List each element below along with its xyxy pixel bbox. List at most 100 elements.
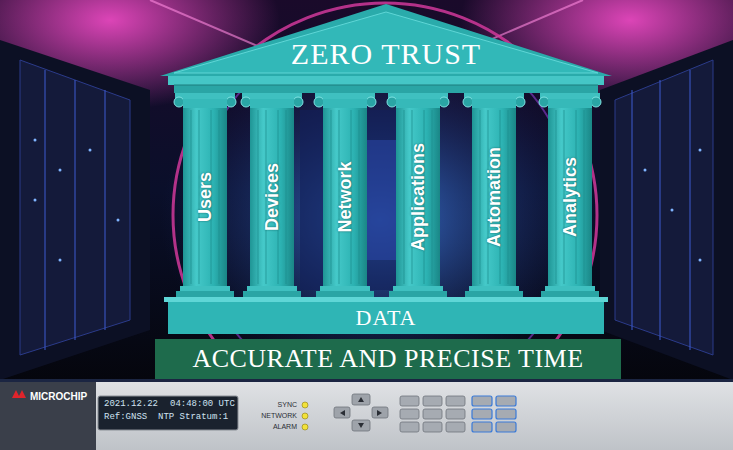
- temple-entablature: [174, 85, 598, 93]
- column-bases: [316, 291, 374, 297]
- led-label: ALARM: [273, 423, 297, 431]
- data-center-backdrop: [0, 0, 733, 390]
- data-center-backdrop: [34, 139, 37, 142]
- column-flute: [480, 110, 481, 284]
- column-capitals: [226, 97, 236, 107]
- lcd-date: 2021.12.22: [104, 400, 158, 410]
- column-capitals: [387, 97, 397, 107]
- time-server-front-panel: [0, 379, 733, 382]
- arrow-glyphs: [377, 410, 382, 416]
- column-capitals: [175, 93, 235, 99]
- column-capitals: [515, 97, 525, 107]
- time-server-front-panel: [0, 382, 96, 450]
- keypad-buttons: [400, 396, 419, 406]
- data-center-backdrop: [699, 149, 702, 152]
- band-label: DATA: [356, 306, 417, 330]
- network-led: [302, 413, 308, 419]
- arrow-keys: [372, 407, 388, 418]
- data-center-backdrop: [644, 169, 647, 172]
- arrow-glyphs: [340, 397, 382, 428]
- column-shaft: [250, 108, 294, 286]
- lcd-reference: Ref:GNSS: [104, 413, 147, 423]
- column-bases: [176, 291, 234, 297]
- lcd-stratum: NTP Stratum:1: [158, 413, 228, 423]
- column-capitals: [463, 97, 473, 107]
- pillar-label: Analytics: [560, 157, 581, 237]
- keypad-buttons: [496, 422, 516, 432]
- data-center-backdrop: [671, 209, 674, 212]
- column-capitals: [388, 93, 448, 99]
- keypad-buttons: [446, 422, 465, 432]
- data-center-backdrop: [117, 219, 120, 222]
- keypad-buttons: [496, 409, 516, 419]
- column-capitals: [293, 97, 303, 107]
- data-center-backdrop: [20, 60, 130, 355]
- column-flute: [432, 110, 433, 284]
- keypad-buttons: [400, 396, 516, 432]
- column-capitals: [539, 97, 549, 107]
- pillar-label: Network: [335, 161, 356, 232]
- column-capitals: [242, 93, 302, 99]
- temple-entablature: [168, 76, 604, 93]
- keypad-buttons: [423, 409, 442, 419]
- band-label: ACCURATE AND PRECISE TIME: [192, 345, 583, 374]
- keypad-buttons: [423, 396, 442, 406]
- keypad-buttons: [400, 409, 419, 419]
- arrow-glyphs: [358, 397, 364, 402]
- lcd-time: 04:48:00 UTC: [170, 400, 235, 410]
- column-flute: [258, 110, 259, 284]
- column-shaft: [183, 108, 227, 286]
- arrow-glyphs: [340, 410, 345, 416]
- data-center-backdrop: [45, 70, 46, 350]
- column-flute: [219, 110, 220, 284]
- column-capitals: [250, 99, 294, 108]
- column-shaft: [323, 108, 367, 286]
- column-bases: [180, 286, 230, 291]
- keypad-buttons: [472, 409, 492, 419]
- column-shaft: [396, 108, 440, 286]
- keypad-buttons: [472, 422, 492, 432]
- column-flute: [359, 110, 360, 284]
- column-capitals: [396, 99, 440, 108]
- column-flute: [556, 110, 557, 284]
- pillar-column: Users: [183, 108, 227, 286]
- pillar-column: Network: [323, 108, 367, 286]
- keypad-buttons: [446, 396, 465, 406]
- column-flute: [286, 110, 287, 284]
- pillar-column: Devices: [250, 108, 294, 286]
- alarm-led: [302, 424, 308, 430]
- column-capitals: [591, 97, 601, 107]
- arrow-glyphs: [358, 423, 364, 428]
- column-bases: [243, 291, 301, 297]
- pillar-label: Users: [195, 172, 216, 222]
- pillar-column: Automation: [472, 108, 516, 286]
- column-capitals: [183, 99, 227, 108]
- temple-entablature: [174, 85, 598, 86]
- column-capitals: [315, 93, 375, 99]
- arrow-keys: [334, 407, 350, 418]
- data-center-backdrop: [75, 80, 76, 340]
- column-bases: [541, 291, 599, 297]
- pillar-label: Automation: [484, 147, 505, 247]
- column-flute: [404, 110, 405, 284]
- data-center-backdrop: [699, 259, 702, 262]
- arrow-keys: [352, 420, 370, 431]
- brand-logo-text: MICROCHIP: [30, 391, 87, 402]
- column-flute: [508, 110, 509, 284]
- time-server-front-panel: [0, 379, 733, 450]
- time-band-fill: [155, 339, 621, 379]
- sync-led: [302, 402, 308, 408]
- column-capitals: [314, 97, 324, 107]
- column-capitals: [472, 99, 516, 108]
- data-center-backdrop: [89, 149, 92, 152]
- column-bases: [465, 291, 523, 297]
- pillar-label: Applications: [408, 143, 429, 251]
- data-center-backdrop: [615, 60, 713, 355]
- column-capitals: [174, 97, 184, 107]
- led-label: SYNC: [278, 401, 297, 409]
- led-label: NETWORK: [261, 412, 297, 420]
- roof-title: ZERO TRUST: [160, 37, 612, 70]
- keypad-buttons: [400, 422, 419, 432]
- column-flute: [331, 110, 332, 284]
